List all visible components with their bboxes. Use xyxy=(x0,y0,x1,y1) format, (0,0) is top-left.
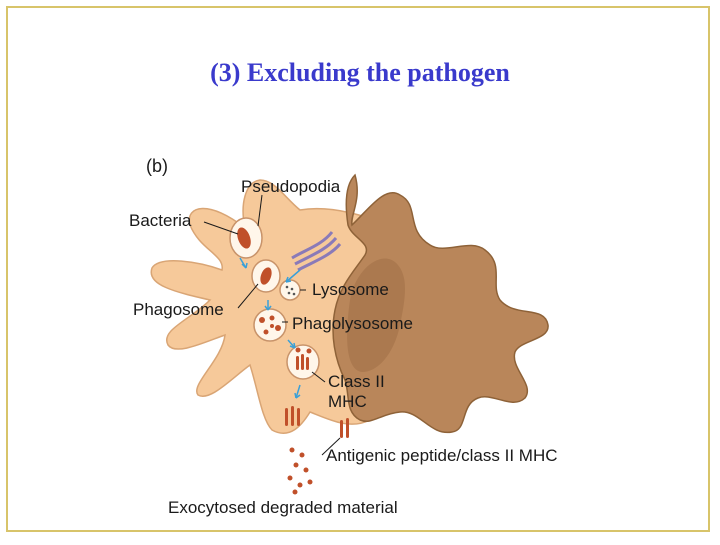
bacterium xyxy=(237,227,251,249)
label-antigenic-peptide: Antigenic peptide/class II MHC xyxy=(326,446,558,465)
label-class-ii: Class II xyxy=(328,372,385,391)
leader-lines xyxy=(203,194,341,456)
process-arrows xyxy=(239,257,301,399)
golgi-apparatus xyxy=(291,231,342,272)
label-pseudopodia: Pseudopodia xyxy=(241,177,341,196)
antigen-complexes xyxy=(285,406,349,438)
lysosome-granules xyxy=(285,285,296,296)
label-exocytosed: Exocytosed degraded material xyxy=(168,498,398,517)
label-phagosome: Phagosome xyxy=(133,300,224,319)
lysosome-vesicle xyxy=(279,279,301,301)
label-lysosome: Lysosome xyxy=(312,280,389,299)
label-mhc: MHC xyxy=(328,392,367,411)
panel-letter: (b) xyxy=(146,156,168,176)
label-bacteria: Bacteria xyxy=(129,211,192,230)
nucleus xyxy=(332,173,549,434)
phagolysosome-vesicle xyxy=(253,308,287,342)
exocytosed-particles xyxy=(287,447,313,495)
nucleus-shadow xyxy=(347,258,405,372)
slide-title: (3) Excluding the pathogen xyxy=(210,58,510,87)
mhc-molecules xyxy=(295,347,312,370)
phagolysosome-fragments xyxy=(259,315,281,335)
label-phagolysosome: Phagolysosome xyxy=(292,314,413,333)
phagosome-bacterium xyxy=(260,267,272,285)
